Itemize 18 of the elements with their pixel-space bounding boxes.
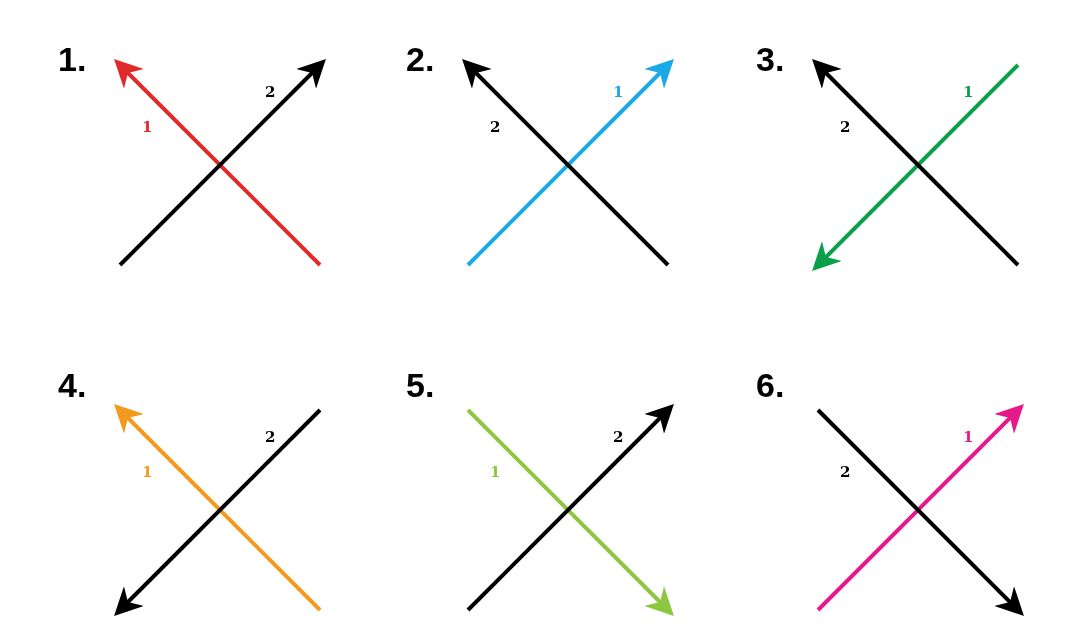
arrow-label: 1 [613,85,624,100]
arrow-label: 2 [490,120,501,135]
arrow-label: 1 [142,120,153,135]
arrow-label: 1 [490,465,501,480]
panel-number: 1. [58,42,87,76]
arrow-label: 2 [840,120,851,135]
panel-number: 6. [756,368,785,402]
panel-number: 2. [406,42,435,76]
arrow-label: 1 [142,465,153,480]
arrow-label: 1 [963,85,974,100]
arrow-label: 2 [613,430,624,445]
arrow-label: 2 [265,85,276,100]
panel-number: 4. [58,368,87,402]
panel-number: 3. [756,42,785,76]
panel-number: 5. [406,368,435,402]
arrow-label: 2 [840,465,851,480]
arrow-label: 1 [963,430,974,445]
arrow-label: 2 [265,430,276,445]
